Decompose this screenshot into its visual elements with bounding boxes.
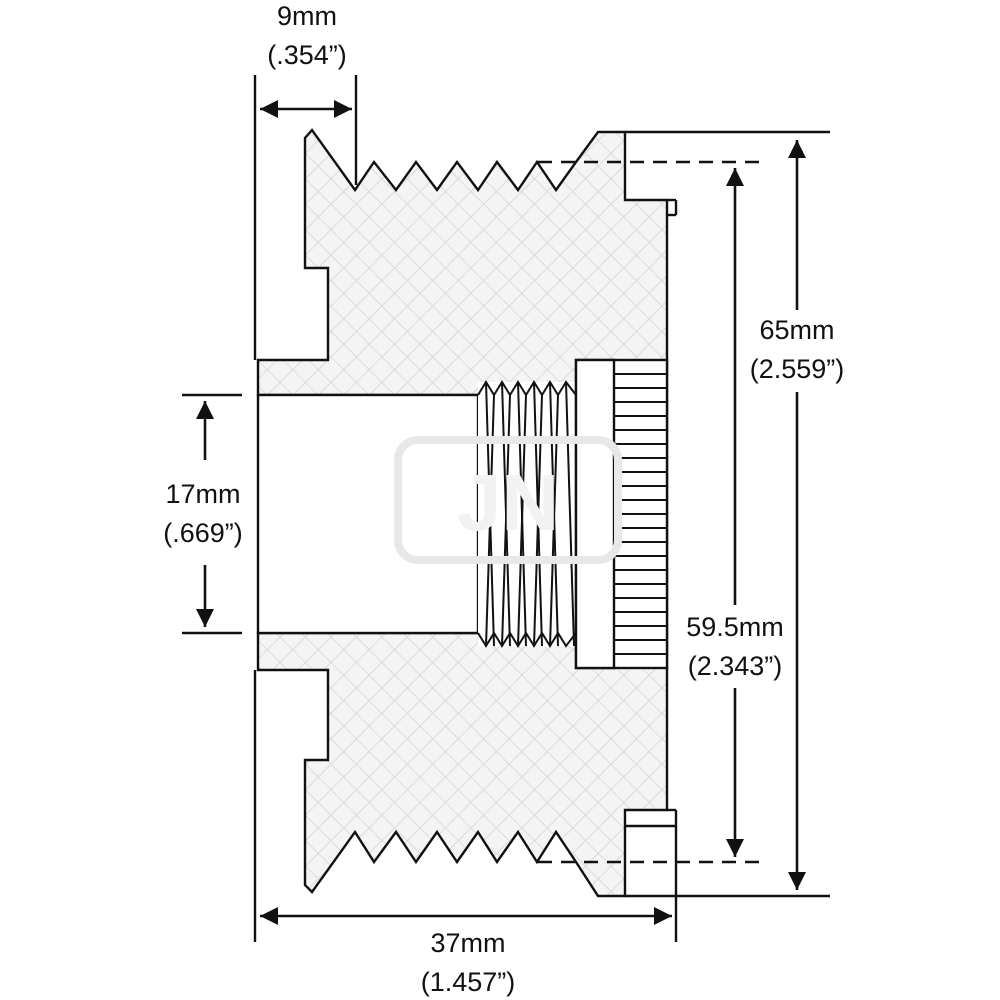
outer-diameter-imperial: (2.559”) [750, 354, 845, 384]
thread-region [478, 382, 576, 646]
groove-offset-imperial: (.354”) [267, 40, 347, 70]
bore-diameter-imperial: (.669”) [163, 518, 243, 548]
watermark-text: JN [457, 458, 559, 547]
groove-offset-metric: 9mm [277, 1, 337, 31]
spline-hub [574, 358, 616, 670]
bore [256, 393, 480, 635]
dimension-arrows [195, 99, 807, 926]
spline-teeth [614, 373, 667, 655]
groove-diameter-metric: 59.5mm [686, 612, 784, 642]
overall-width-imperial: (1.457”) [421, 967, 516, 997]
groove-diameter-imperial: (2.343”) [688, 651, 783, 681]
outer-diameter-metric: 65mm [759, 315, 834, 345]
watermark-logo: JN [394, 436, 622, 564]
overall-width-metric: 37mm [430, 928, 505, 958]
bore-diameter-metric: 17mm [165, 479, 240, 509]
right-shoulder [625, 198, 678, 828]
extension-lines [182, 75, 830, 942]
